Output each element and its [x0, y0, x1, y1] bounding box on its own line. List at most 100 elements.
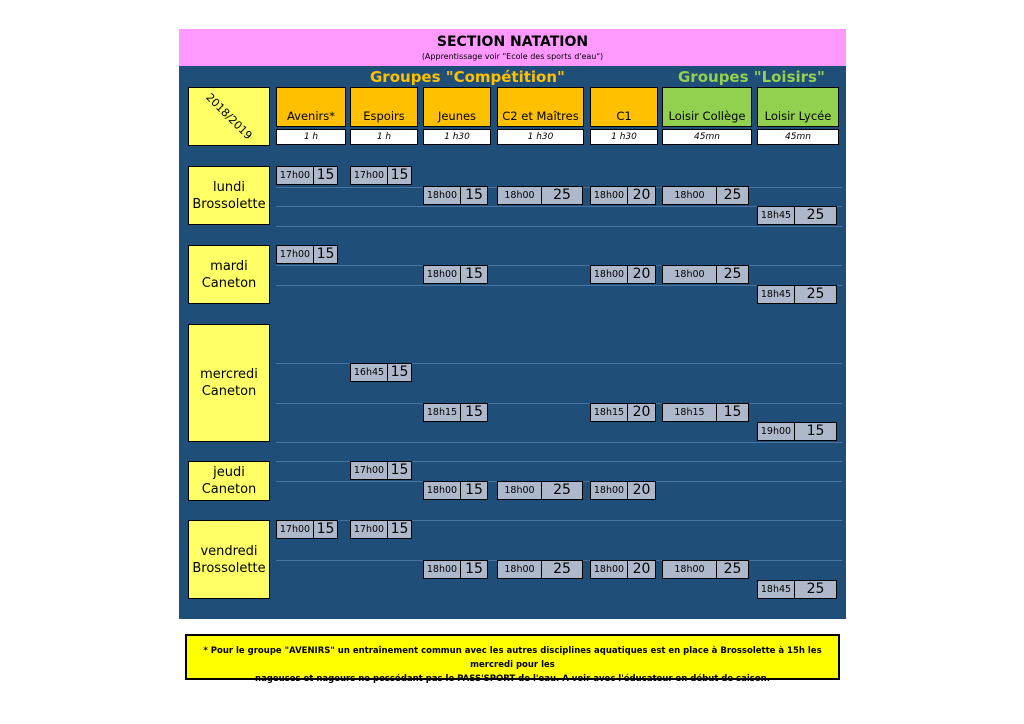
- page-subtitle: (Apprentissage voir "Ecole des sports d'…: [421, 52, 604, 61]
- column-label: C1: [616, 109, 632, 123]
- slot-time: 18h45: [757, 580, 795, 599]
- slot-count: 25: [717, 560, 749, 579]
- slot-time: 18h00: [590, 265, 628, 284]
- slot-time: 17h00: [276, 520, 314, 539]
- slot-count: 15: [461, 265, 488, 284]
- column-label: Loisir Lycée: [764, 109, 832, 123]
- slot-count: 15: [388, 166, 412, 185]
- column-header-c1: C1: [590, 87, 658, 127]
- row-divider: [276, 520, 842, 521]
- slot-time: 17h00: [350, 166, 388, 185]
- slot-time: 17h00: [350, 461, 388, 480]
- slot-count: 15: [388, 363, 412, 382]
- day-name: jeudi: [213, 465, 245, 480]
- slot-count: 20: [628, 560, 656, 579]
- duration-loisir-college: 45mn: [662, 129, 752, 145]
- slot-count: 15: [388, 461, 412, 480]
- slot-time: 18h00: [423, 560, 461, 579]
- slot-count: 25: [717, 186, 749, 205]
- footnote-line-1: * Pour le groupe "AVENIRS" un entraîneme…: [203, 646, 822, 670]
- column-label: Espoirs: [363, 109, 405, 123]
- group-competition-heading: Groupes "Compétition": [370, 68, 565, 86]
- slot-time: 18h00: [662, 186, 717, 205]
- day-place: Brossolette: [192, 560, 266, 576]
- slot-time: 18h00: [497, 560, 542, 579]
- duration-espoirs: 1 h: [350, 129, 418, 145]
- column-label: Jeunes: [437, 109, 477, 123]
- slot-time: 18h00: [423, 186, 461, 205]
- slot-count: 20: [628, 186, 656, 205]
- column-header-loisir-lycee: Loisir Lycée: [757, 87, 839, 127]
- row-divider: [276, 363, 842, 364]
- row-divider: [276, 206, 842, 207]
- slot-count: 15: [717, 403, 749, 422]
- column-label: Avenirs*: [286, 109, 336, 123]
- slot-time: 18h00: [662, 265, 717, 284]
- title-band: SECTION NATATION (Apprentissage voir "Ec…: [179, 29, 846, 66]
- row-divider: [276, 226, 842, 227]
- duration-c1: 1 h30: [590, 129, 658, 145]
- row-divider: [276, 403, 842, 404]
- row-divider: [276, 442, 842, 443]
- season-label: 2018/2019: [188, 87, 270, 146]
- day-name: mardi: [210, 258, 248, 274]
- slot-time: 18h00: [662, 560, 717, 579]
- slot-time: 18h00: [590, 481, 628, 500]
- duration-avenirs: 1 h: [276, 129, 346, 145]
- day-place: Brossolette: [192, 196, 266, 212]
- slot-time: 18h00: [497, 481, 542, 500]
- slot-time: 17h00: [276, 245, 314, 264]
- slot-time: 18h00: [423, 481, 461, 500]
- slot-count: 25: [542, 481, 583, 500]
- slot-time: 18h15: [423, 403, 461, 422]
- column-header-avenirs: Avenirs*: [276, 87, 346, 127]
- slot-time: 18h00: [497, 186, 542, 205]
- slot-count: 25: [542, 560, 583, 579]
- column-label: Loisir Collège: [668, 109, 746, 123]
- slot-count: 20: [628, 265, 656, 284]
- slot-count: 15: [461, 481, 488, 500]
- slot-count: 20: [628, 403, 656, 422]
- slot-count: 15: [314, 520, 338, 539]
- slot-count: 15: [388, 520, 412, 539]
- slot-time: 18h15: [662, 403, 717, 422]
- duration-jeunes: 1 h30: [423, 129, 491, 145]
- day-place: Caneton: [201, 482, 257, 497]
- slot-time: 18h45: [757, 285, 795, 304]
- slot-count: 25: [795, 580, 837, 599]
- slot-count: 25: [542, 186, 583, 205]
- day-name: mercredi: [200, 367, 258, 382]
- slot-time: 17h00: [276, 166, 314, 185]
- slot-count: 25: [795, 285, 837, 304]
- slot-count: 15: [461, 186, 488, 205]
- column-label: C2 et Maîtres: [502, 109, 579, 123]
- day-name: vendredi: [200, 543, 258, 559]
- slot-count: 25: [717, 265, 749, 284]
- slot-count: 15: [314, 166, 338, 185]
- page-title: SECTION NATATION: [436, 34, 589, 50]
- slot-count: 15: [461, 403, 488, 422]
